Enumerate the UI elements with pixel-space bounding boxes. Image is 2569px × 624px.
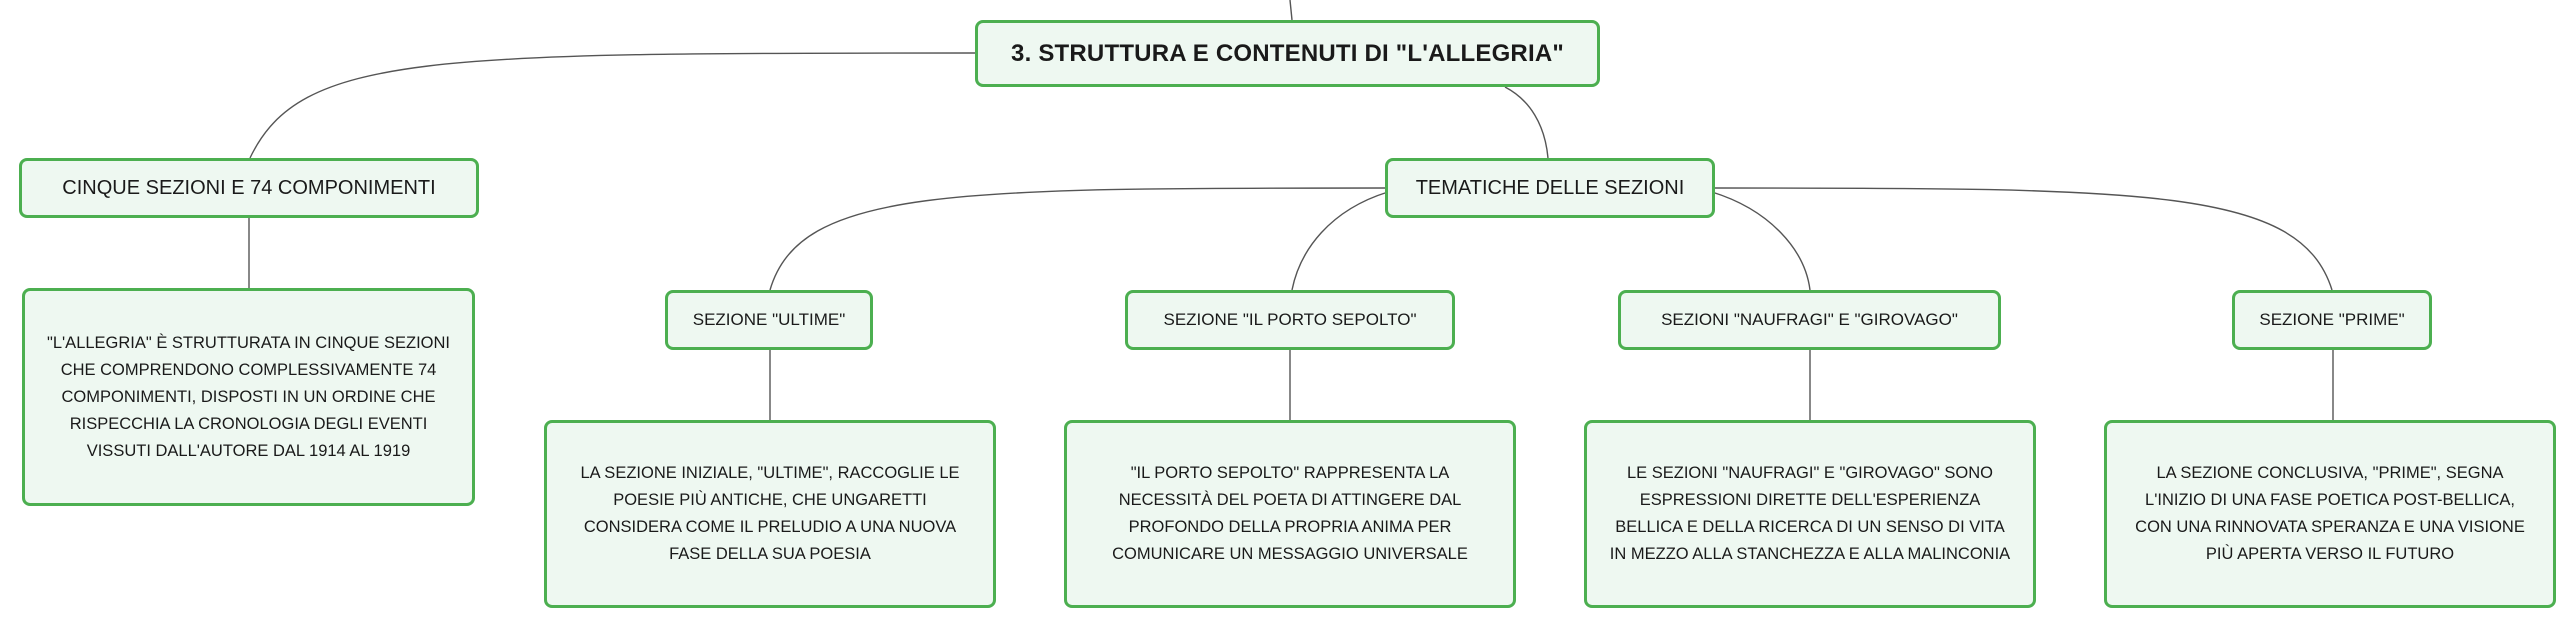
subtopic-sezione-prime[interactable]: SEZIONE "PRIME" — [2232, 290, 2432, 350]
topic-cinque-sezioni-label: CINQUE SEZIONI E 74 COMPONIMENTI — [62, 176, 436, 199]
subtopic-sezione-prime-label: SEZIONE "PRIME" — [2259, 310, 2405, 329]
connector-root-to-tematiche — [1504, 86, 1549, 159]
detail-sezione-prime[interactable]: LA SEZIONE CONCLUSIVA, "PRIME", SEGNA L'… — [2104, 420, 2556, 608]
detail-sezione-ultime-text: LA SEZIONE INIZIALE, "ULTIME", RACCOGLIE… — [580, 464, 960, 563]
topic-tematiche-sezioni[interactable]: TEMATICHE DELLE SEZIONI — [1385, 158, 1715, 218]
subtopic-sezioni-naufragi-girovago-label: SEZIONI "NAUFRAGI" E "GIROVAGO" — [1661, 310, 1958, 329]
topic-tematiche-sezioni-label: TEMATICHE DELLE SEZIONI — [1415, 176, 1685, 199]
detail-sezione-porto-sepolto[interactable]: "IL PORTO SEPOLTO" RAPPRESENTA LA NECESS… — [1064, 420, 1516, 608]
root-topic-label: 3. STRUTTURA E CONTENUTI DI "L'ALLEGRIA" — [1011, 39, 1564, 67]
root-topic[interactable]: 3. STRUTTURA E CONTENUTI DI "L'ALLEGRIA" — [975, 20, 1600, 87]
connector-parent-to-root — [1289, 0, 1293, 21]
topic-cinque-sezioni[interactable]: CINQUE SEZIONI E 74 COMPONIMENTI — [19, 158, 479, 218]
connector-tematiche-to-naufragi — [1711, 191, 1811, 291]
subtopic-sezione-porto-sepolto-label: SEZIONE "IL PORTO SEPOLTO" — [1163, 310, 1417, 329]
subtopic-sezione-ultime[interactable]: SEZIONE "ULTIME" — [665, 290, 873, 350]
detail-cinque-sezioni[interactable]: "L'ALLEGRIA" È STRUTTURATA IN CINQUE SEZ… — [22, 288, 475, 506]
detail-sezioni-naufragi-girovago[interactable]: LE SEZIONI "NAUFRAGI" E "GIROVAGO" SONO … — [1584, 420, 2036, 608]
subtopic-sezioni-naufragi-girovago[interactable]: SEZIONI "NAUFRAGI" E "GIROVAGO" — [1618, 290, 2001, 350]
detail-sezione-porto-sepolto-text: "IL PORTO SEPOLTO" RAPPRESENTA LA NECESS… — [1112, 464, 1468, 563]
connector-tematiche-to-porto-sepolto — [1291, 191, 1389, 291]
connector-tematiche-to-prime — [1711, 187, 2333, 291]
detail-sezione-prime-text: LA SEZIONE CONCLUSIVA, "PRIME", SEGNA L'… — [2135, 464, 2525, 563]
subtopic-sezione-porto-sepolto[interactable]: SEZIONE "IL PORTO SEPOLTO" — [1125, 290, 1455, 350]
detail-sezione-ultime[interactable]: LA SEZIONE INIZIALE, "ULTIME", RACCOGLIE… — [544, 420, 996, 608]
connector-root-to-cinque-sezioni — [249, 52, 978, 159]
connector-tematiche-to-ultime — [769, 187, 1389, 291]
detail-cinque-sezioni-text: "L'ALLEGRIA" È STRUTTURATA IN CINQUE SEZ… — [47, 333, 450, 460]
detail-sezioni-naufragi-girovago-text: LE SEZIONI "NAUFRAGI" E "GIROVAGO" SONO … — [1609, 464, 2011, 563]
subtopic-sezione-ultime-label: SEZIONE "ULTIME" — [692, 310, 846, 329]
